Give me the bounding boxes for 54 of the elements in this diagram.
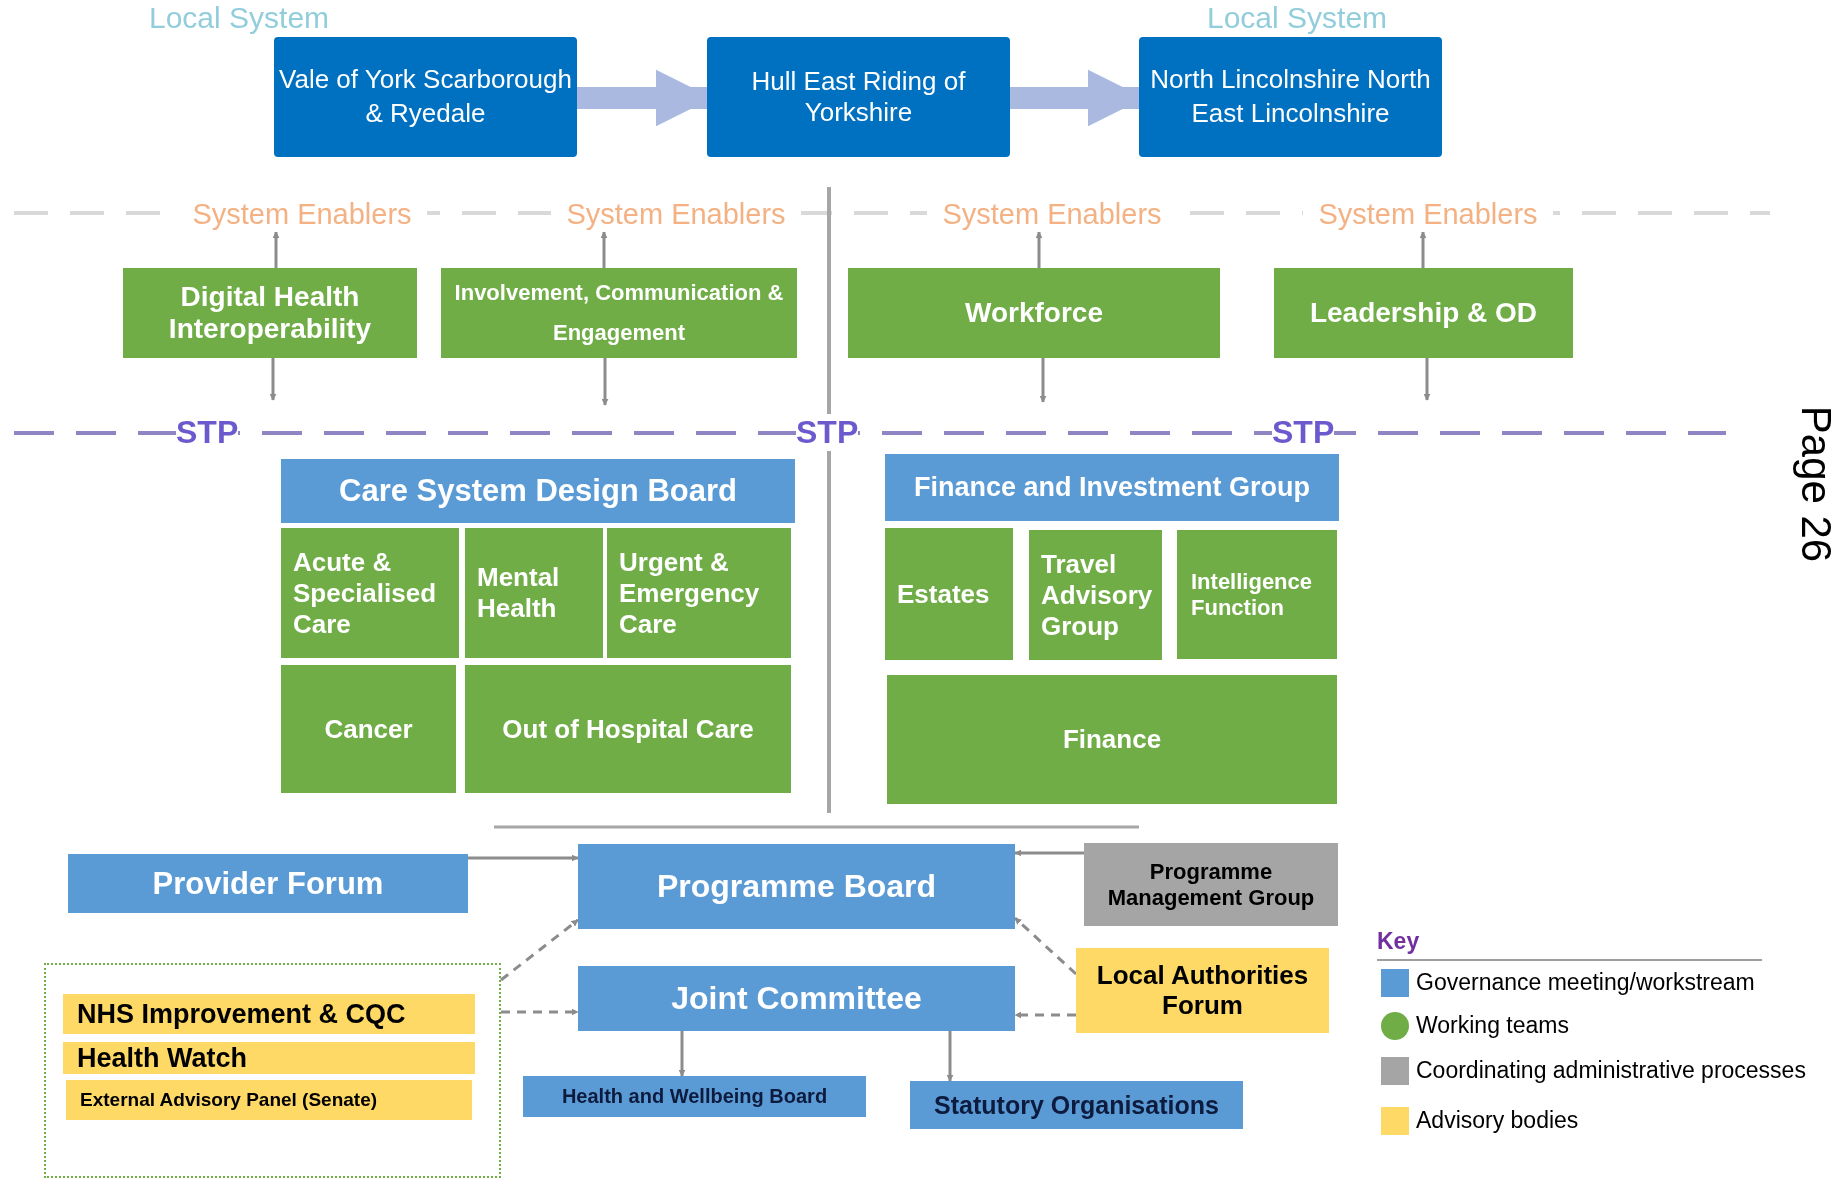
arrow — [1419, 231, 1427, 268]
arrow — [272, 231, 280, 268]
team-box: Estates — [885, 528, 1013, 660]
governance-box: Statutory Organisations — [910, 1081, 1243, 1129]
arrow — [601, 358, 609, 406]
team-box: Cancer — [281, 665, 456, 793]
legend-title: Key — [1377, 928, 1420, 955]
arrow — [501, 1008, 579, 1016]
advisory-box: NHS Improvement & CQC — [63, 994, 475, 1034]
arrow — [1014, 916, 1077, 976]
advisory-box: Local Authorities Forum — [1076, 948, 1329, 1033]
arrow — [600, 231, 608, 268]
arrow — [269, 358, 277, 401]
team-box: Workforce — [848, 268, 1220, 358]
legend-text: Working teams — [1416, 1012, 1569, 1039]
governance-box: Finance and Investment Group — [885, 454, 1339, 521]
arrow — [946, 1031, 954, 1082]
team-box: Involvement, Communication & Engagement — [441, 268, 797, 358]
arrow — [1423, 358, 1431, 401]
legend-text: Advisory bodies — [1416, 1107, 1579, 1134]
system-name: Vale of York Scarborough & Ryedale — [278, 63, 573, 130]
team-box: Leadership & OD — [1274, 268, 1573, 358]
team-box: Urgent & Emergency Care — [607, 528, 791, 658]
stp-label: STP — [796, 414, 859, 451]
governance-box: Joint Committee — [578, 966, 1015, 1031]
legend-text: Coordinating administrative processes — [1416, 1057, 1806, 1084]
team-box: Programme Management Group — [1084, 843, 1338, 926]
team-box: Out of Hospital Care — [465, 665, 791, 793]
system-heading: Local System — [1207, 1, 1388, 35]
team-box: Travel Advisory Group — [1029, 530, 1162, 660]
governance-box: Provider Forum — [68, 854, 468, 913]
arrow — [468, 854, 579, 862]
legend-text: Governance meeting/workstream — [1416, 969, 1755, 996]
advisory-box: External Advisory Panel (Senate) — [66, 1080, 472, 1120]
page-number: Page 26 — [1792, 405, 1835, 563]
advisory-box: Health Watch — [63, 1042, 475, 1074]
arrow — [1039, 358, 1047, 403]
team-box: Digital Health Interoperability — [123, 268, 417, 358]
governance-box: Care System Design Board — [281, 459, 795, 523]
governance-box: Programme Board — [578, 844, 1015, 929]
governance-box: Health and Wellbeing Board — [523, 1076, 866, 1117]
arrow — [500, 918, 579, 982]
system-heading: Local System — [149, 1, 330, 35]
system-name: North Lincolnshire North East Lincolnshire — [1149, 63, 1432, 130]
system-box: Hull East Riding of Yorkshire — [707, 37, 1010, 157]
team-box: Finance — [887, 675, 1337, 804]
team-box: Intelligence Function — [1177, 530, 1337, 659]
arrow — [678, 1031, 686, 1077]
team-box: Acute & Specialised Care — [281, 528, 459, 658]
advisory-frame — [44, 963, 501, 1178]
arrow — [1014, 1011, 1076, 1019]
arrow — [1014, 849, 1084, 857]
arrow — [1035, 231, 1043, 268]
team-box: Mental Health — [465, 528, 603, 658]
